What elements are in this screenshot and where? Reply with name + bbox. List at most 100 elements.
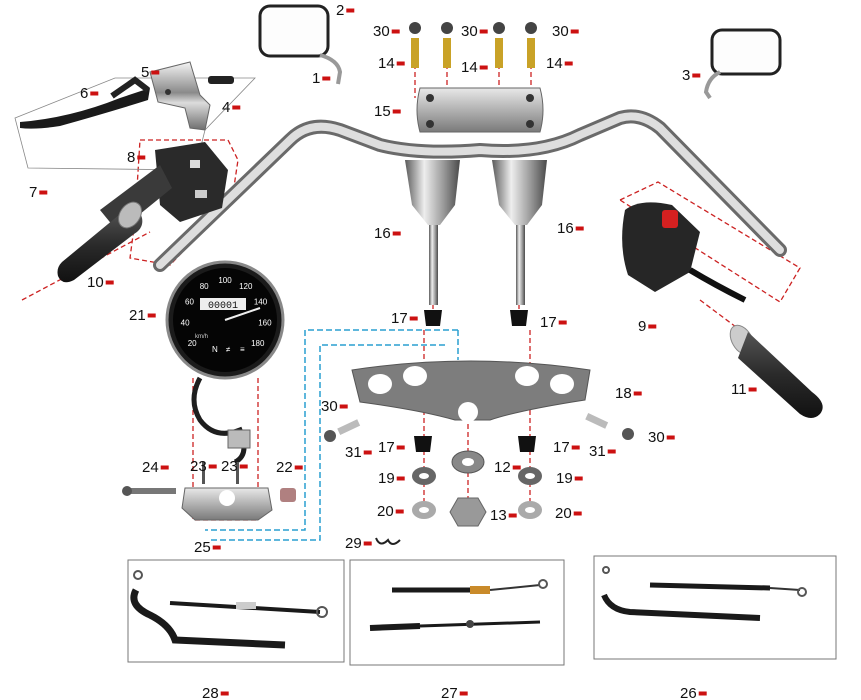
left-grip (57, 201, 143, 283)
scale-label: 20 (188, 339, 197, 348)
right-grip (729, 324, 823, 418)
callout-17d: 17 (553, 439, 570, 456)
callout-tick (571, 445, 580, 450)
cable-box-27 (349, 559, 565, 666)
meter-connector (227, 429, 251, 449)
callout-tick (479, 65, 488, 70)
callout-tick (339, 404, 348, 409)
callout-31a: 31 (345, 444, 362, 461)
callout-tick (239, 464, 248, 469)
callout-14a: 14 (378, 55, 395, 72)
scale-label: 60 (185, 298, 194, 307)
blue-guide-outer (205, 329, 458, 531)
callout-24: 24 (142, 459, 159, 476)
right-grip-guide (699, 299, 741, 331)
triple-clamp (351, 360, 591, 422)
handlebar (156, 112, 784, 269)
callout-tick (748, 387, 757, 392)
callout-21: 21 (129, 307, 146, 324)
callout-tick (147, 313, 156, 318)
lever-bracket (149, 61, 234, 131)
callout-labels: 1 2 3 4 5 6 7 8 9 10 11 12 13 14 14 14 1… (29, 2, 747, 700)
mirror-right (703, 28, 782, 100)
callout-tick (151, 70, 160, 75)
callout-23b: 23 (221, 458, 238, 475)
odometer-value: 00001 (208, 301, 238, 312)
callout-tick (392, 231, 401, 236)
speed-unit: km/h (195, 334, 208, 340)
callout-15: 15 (374, 103, 391, 120)
mirror-left (258, 4, 343, 85)
right-switch-housing (622, 202, 747, 303)
callout-markers (39, 8, 757, 696)
clamp-bolts (409, 22, 537, 68)
red-switch-icon (662, 210, 678, 228)
callout-29: 29 (345, 535, 362, 552)
scale-label: 80 (200, 282, 209, 291)
scale-label: 160 (258, 319, 272, 328)
callout-tick (607, 449, 616, 454)
callout-tick (409, 316, 418, 321)
cable-26 (601, 566, 807, 621)
callout-tick (396, 61, 405, 66)
callout-8: 8 (127, 149, 135, 166)
right-switch-outline (618, 181, 801, 303)
callout-tick (392, 109, 401, 114)
callout-tick (648, 324, 657, 329)
callout-tick (570, 29, 579, 34)
callout-tick (105, 280, 114, 285)
callout-tick (363, 450, 372, 455)
callout-tick (512, 465, 521, 470)
callout-16a: 16 (374, 225, 391, 242)
callout-20a: 20 (377, 503, 394, 520)
callout-tick (558, 320, 567, 325)
callout-tick (396, 445, 405, 450)
odometer-window (200, 298, 246, 310)
red-guide-lines (21, 40, 801, 521)
bushings (414, 310, 536, 452)
blue-guide-lines (205, 329, 459, 541)
callout-30a: 30 (373, 23, 390, 40)
washers (375, 450, 542, 545)
callout-20b: 20 (555, 505, 572, 522)
callout-30d: 30 (321, 398, 338, 415)
clip (375, 537, 401, 545)
side-bolts (324, 413, 634, 442)
cable-box-26 (593, 555, 837, 660)
callout-tick (39, 190, 48, 195)
callout-4: 4 (222, 99, 230, 116)
callout-tick (322, 76, 331, 81)
callout-tick (575, 226, 584, 231)
callout-tick (692, 73, 701, 78)
callout-tick (294, 465, 303, 470)
callout-25: 25 (194, 539, 211, 556)
callout-tick (666, 435, 675, 440)
callout-14c: 14 (546, 55, 563, 72)
callout-13: 13 (490, 507, 507, 524)
callout-17a: 17 (391, 310, 408, 327)
callout-30b: 30 (461, 23, 478, 40)
callout-16b: 16 (557, 220, 574, 237)
callout-28: 28 (202, 685, 219, 700)
callout-23a: 23 (190, 458, 207, 475)
callout-tick (232, 105, 241, 110)
callout-tick (564, 61, 573, 66)
callout-26: 26 (680, 685, 697, 700)
callout-12: 12 (494, 459, 511, 476)
callout-tick (220, 691, 229, 696)
callout-19a: 19 (378, 470, 395, 487)
callout-5: 5 (141, 64, 149, 81)
acorn-nut (280, 488, 296, 502)
callout-tick (346, 8, 355, 13)
callout-tick (208, 464, 217, 469)
long-bolt (128, 488, 176, 494)
clutch-lever (20, 76, 150, 129)
callout-7: 7 (29, 184, 37, 201)
callout-tick (508, 513, 517, 518)
callout-tick (391, 29, 400, 34)
callout-30c: 30 (552, 23, 569, 40)
callout-tick (459, 691, 468, 696)
callout-17c: 17 (378, 439, 395, 456)
